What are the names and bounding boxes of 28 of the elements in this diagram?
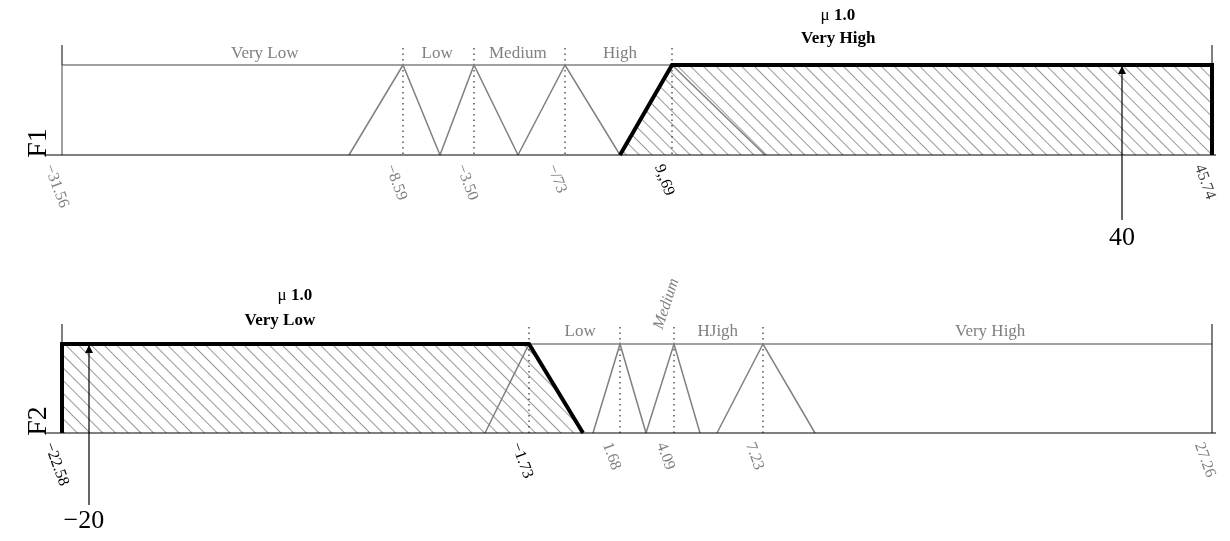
tick-label: 27.26 [1191, 440, 1220, 480]
axis-label: F2 [22, 406, 51, 436]
tick-label: −8.59 [382, 162, 411, 203]
tick-label: −22.58 [41, 440, 73, 488]
tick-label: 45.74 [1191, 162, 1220, 202]
membership-value: μ 1.0 [277, 286, 313, 303]
input-value: 40 [1109, 224, 1135, 250]
membership-value: μ 1.0 [820, 6, 856, 23]
set-label: Low [421, 44, 453, 61]
tick-label: 9,,69 [651, 162, 678, 198]
set-label: Medium [650, 276, 682, 331]
set-label: Low [564, 322, 596, 339]
set-label: Very High [955, 322, 1026, 339]
set-label: Medium [489, 44, 547, 61]
set-label: HJigh [697, 322, 739, 339]
tick-label: −31.56 [41, 162, 73, 210]
set-label: High [603, 44, 637, 61]
set-label: Very Low [244, 311, 316, 328]
set-label: Very High [801, 29, 876, 46]
tick-label: −3.50 [453, 162, 482, 203]
tick-label: −/73 [544, 162, 571, 196]
set-label: Very Low [231, 44, 299, 61]
input-value: −20 [63, 507, 105, 533]
tick-label: 1.68 [599, 440, 625, 472]
tick-label: 4.09 [653, 440, 679, 472]
tick-label: 7.23 [742, 440, 768, 472]
tick-label: −1.73 [508, 440, 537, 481]
axis-label: F1 [22, 128, 51, 158]
